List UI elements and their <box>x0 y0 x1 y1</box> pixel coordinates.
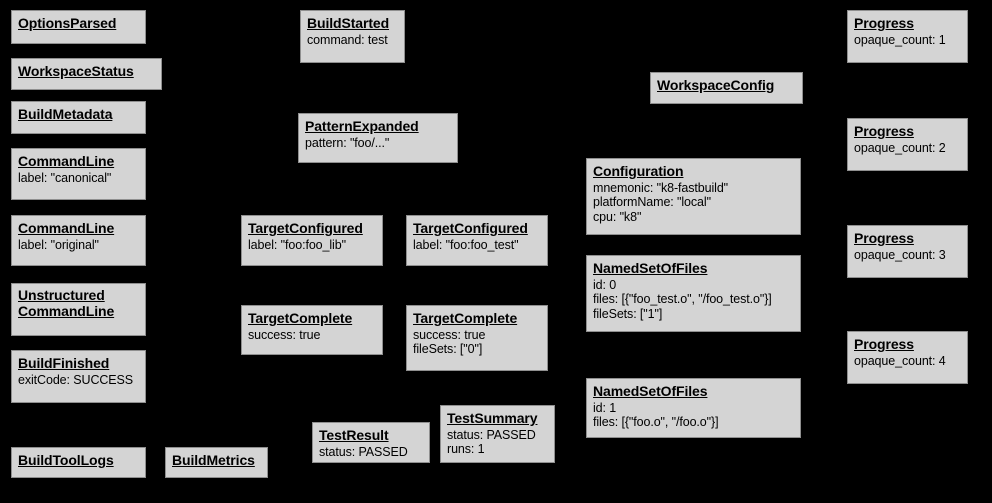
node-field: success: true <box>413 328 486 343</box>
node-title: Progress <box>854 123 914 139</box>
node-progress-3[interactable]: Progress opaque_count: 3 <box>847 225 968 278</box>
node-build-tool-logs[interactable]: BuildToolLogs <box>11 447 146 478</box>
node-field: platformName: "local" <box>593 195 711 210</box>
node-progress-1[interactable]: Progress opaque_count: 1 <box>847 10 968 63</box>
node-fields: opaque_count: 2 <box>854 141 961 155</box>
node-field: opaque_count: 3 <box>854 248 946 263</box>
node-fields: command: test <box>307 33 398 47</box>
node-title: TestResult <box>319 427 389 443</box>
node-command-line-canonical[interactable]: CommandLine label: "canonical" <box>11 148 146 200</box>
node-target-complete-lib[interactable]: TargetComplete success: true <box>241 305 383 355</box>
node-title: Progress <box>854 230 914 246</box>
node-field: opaque_count: 2 <box>854 141 946 156</box>
node-field: status: PASSED <box>447 428 536 443</box>
node-target-configured-foo-test[interactable]: TargetConfigured label: "foo:foo_test" <box>406 215 548 266</box>
node-title: BuildStarted <box>307 15 390 31</box>
node-fields: opaque_count: 4 <box>854 354 961 368</box>
node-build-metadata[interactable]: BuildMetadata <box>11 101 146 134</box>
node-field: fileSets: ["0"] <box>413 342 483 357</box>
node-field: opaque_count: 4 <box>854 354 946 369</box>
node-title: PatternExpanded <box>305 118 419 134</box>
node-fields: opaque_count: 1 <box>854 33 961 47</box>
node-field: opaque_count: 1 <box>854 33 946 48</box>
node-fields: status: PASSED <box>319 445 423 459</box>
node-configuration[interactable]: Configuration mnemonic: "k8-fastbuild"pla… <box>586 158 801 235</box>
node-title: BuildMetrics <box>172 452 255 468</box>
node-build-metrics[interactable]: BuildMetrics <box>165 447 268 478</box>
node-field: label: "original" <box>18 238 99 253</box>
node-field: success: true <box>248 328 321 343</box>
node-fields: label: "canonical" <box>18 171 139 185</box>
node-pattern-expanded[interactable]: PatternExpanded pattern: "foo/..." <box>298 113 458 163</box>
node-fields: label: "original" <box>18 238 139 252</box>
node-field: exitCode: SUCCESS <box>18 373 134 388</box>
node-field: command: test <box>307 33 388 48</box>
node-title: Progress <box>854 336 914 352</box>
node-workspace-config[interactable]: WorkspaceConfig <box>650 72 803 104</box>
node-progress-4[interactable]: Progress opaque_count: 4 <box>847 331 968 384</box>
node-fields: pattern: "foo/..." <box>305 136 451 150</box>
node-title: TargetConfigured <box>413 220 528 236</box>
node-field: cpu: "k8" <box>593 209 642 224</box>
node-field: fileSets: ["1"] <box>593 306 663 321</box>
node-field: label: "foo:foo_lib" <box>248 238 346 253</box>
node-options-parsed[interactable]: OptionsParsed <box>11 10 146 44</box>
node-title: CommandLine <box>18 153 115 169</box>
node-title: NamedSetOfFiles <box>593 383 708 399</box>
node-title: Unstructured CommandLine <box>18 287 115 319</box>
node-field: files: [{"foo.o", "/foo.o"}] <box>593 415 719 430</box>
node-title: Progress <box>854 15 914 31</box>
node-fields: mnemonic: "k8-fastbuild"platformName: "l… <box>593 181 794 224</box>
node-command-line-original[interactable]: CommandLine label: "original" <box>11 215 146 266</box>
node-workspace-status[interactable]: WorkspaceStatus <box>11 58 162 90</box>
node-title: WorkspaceConfig <box>657 77 775 93</box>
node-progress-2[interactable]: Progress opaque_count: 2 <box>847 118 968 171</box>
node-build-started[interactable]: BuildStarted command: test <box>300 10 405 63</box>
node-title: BuildFinished <box>18 355 110 371</box>
node-title: NamedSetOfFiles <box>593 260 708 276</box>
node-build-finished[interactable]: BuildFinished exitCode: SUCCESS <box>11 350 146 403</box>
node-field: label: "foo:foo_test" <box>413 238 519 253</box>
node-fields: label: "foo:foo_lib" <box>248 238 376 252</box>
node-title: TestSummary <box>447 410 538 426</box>
node-title: BuildToolLogs <box>18 452 114 468</box>
node-field: status: PASSED <box>319 445 408 460</box>
node-fields: opaque_count: 3 <box>854 248 961 262</box>
node-field: pattern: "foo/..." <box>305 136 390 151</box>
node-field: files: [{"foo_test.o", "/foo_test.o"}] <box>593 292 772 307</box>
node-field: mnemonic: "k8-fastbuild" <box>593 181 729 196</box>
node-title: TargetComplete <box>413 310 518 326</box>
node-title: BuildMetadata <box>18 106 113 122</box>
node-title: WorkspaceStatus <box>18 63 134 79</box>
node-title: CommandLine <box>18 220 115 236</box>
node-title: OptionsParsed <box>18 15 117 31</box>
node-unstructured-command-line[interactable]: Unstructured CommandLine <box>11 283 146 336</box>
node-fields: exitCode: SUCCESS <box>18 373 139 387</box>
node-test-result[interactable]: TestResult status: PASSED <box>312 422 430 463</box>
node-target-configured-foo-lib[interactable]: TargetConfigured label: "foo:foo_lib" <box>241 215 383 266</box>
node-title: Configuration <box>593 163 684 179</box>
node-field: label: "canonical" <box>18 171 112 186</box>
node-field: runs: 1 <box>447 442 485 457</box>
node-fields: success: true <box>248 328 376 342</box>
node-field: id: 0 <box>593 278 617 293</box>
node-title: TargetComplete <box>248 310 353 326</box>
node-fields: label: "foo:foo_test" <box>413 238 541 252</box>
node-title: TargetConfigured <box>248 220 363 236</box>
node-field: id: 1 <box>593 401 617 416</box>
